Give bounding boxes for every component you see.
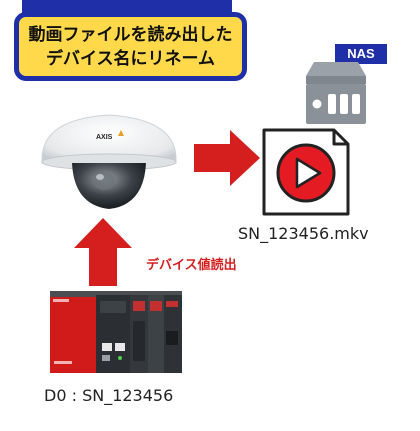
title-line-2: デバイス名にリネーム bbox=[46, 48, 215, 69]
arrow-right-icon bbox=[194, 130, 260, 186]
device-read-label: デバイス値読出 bbox=[146, 258, 237, 273]
camera-brand-label: AXIS bbox=[96, 134, 113, 141]
nas-device-icon bbox=[306, 62, 366, 124]
title-line-1: 動画ファイルを読み出した bbox=[28, 24, 233, 45]
video-file-name: SN_123456.mkv bbox=[238, 224, 369, 243]
title-banner: 動画ファイルを読み出した デバイス名にリネーム bbox=[14, 12, 247, 81]
video-file-icon bbox=[262, 128, 350, 216]
plc-device-value: D0 : SN_123456 bbox=[44, 386, 174, 405]
arrow-up-icon bbox=[74, 218, 132, 286]
nas-badge: NAS bbox=[335, 44, 387, 64]
plc-rack-icon bbox=[50, 291, 182, 373]
dome-camera-icon: AXIS bbox=[41, 114, 177, 209]
